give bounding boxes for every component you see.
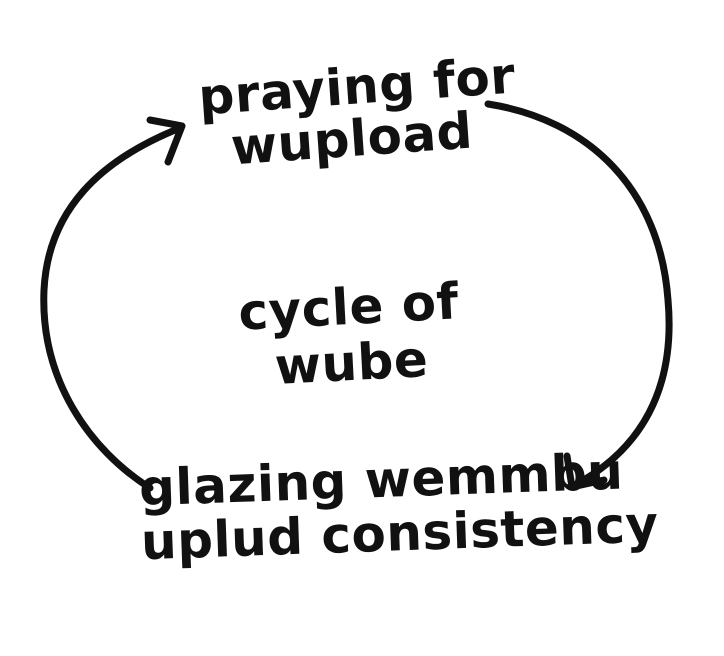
diagram-title-line-1: cycle of	[236, 272, 461, 342]
edge-top-to-bottom	[484, 100, 673, 489]
node-top-label: praying for wupload	[197, 46, 518, 176]
arrowhead-top-icon	[146, 116, 186, 166]
arrowhead-bottom-icon	[563, 452, 608, 491]
edge-bottom-to-top	[40, 124, 184, 492]
diagram-title: cycle of wube	[217, 272, 482, 396]
node-bottom-line-2: uplud consistency	[140, 495, 660, 572]
node-bottom-label: glazing wemmbu uplud consistency	[138, 442, 660, 572]
